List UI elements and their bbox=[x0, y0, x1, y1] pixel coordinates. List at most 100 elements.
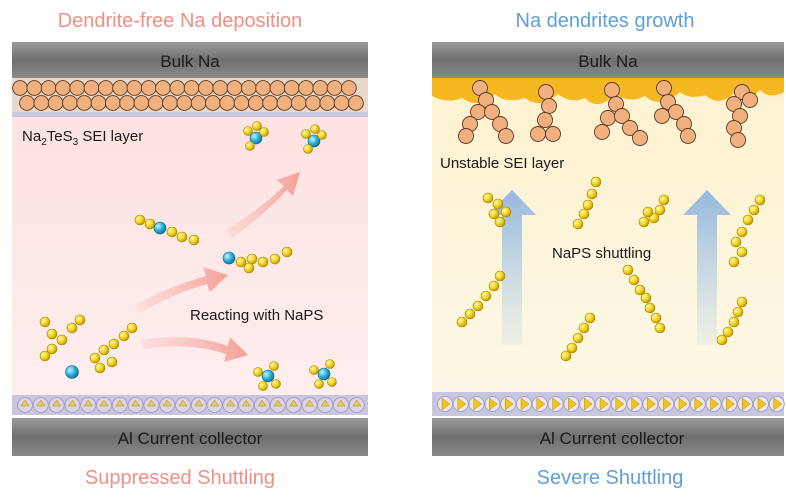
right-bulk-na-label: Bulk Na bbox=[578, 52, 638, 71]
sulfur-atom bbox=[494, 216, 506, 228]
sulfur-atom bbox=[572, 218, 584, 230]
left-current-collector-bar bbox=[12, 418, 368, 456]
sulfur-atom bbox=[243, 126, 253, 136]
sulfur-atom bbox=[46, 328, 58, 340]
separator-coating-mark bbox=[241, 399, 251, 407]
na-dendrite-sphere bbox=[484, 104, 500, 120]
sulfur-atom bbox=[188, 234, 200, 246]
separator-coating-mark bbox=[352, 399, 362, 407]
na-sphere bbox=[55, 80, 71, 96]
na-dendrite-sphere bbox=[742, 92, 758, 108]
na-sphere bbox=[233, 95, 250, 111]
sulfur-atom bbox=[650, 312, 662, 324]
sulfur-atom bbox=[472, 300, 484, 312]
na-sphere bbox=[69, 80, 86, 96]
sulfur-atom bbox=[126, 322, 138, 334]
separator-polysulfide-mark bbox=[678, 397, 688, 411]
na-sphere bbox=[133, 95, 150, 111]
sulfur-atom bbox=[257, 256, 269, 268]
na-sphere bbox=[312, 80, 329, 96]
sulfur-atom bbox=[89, 352, 101, 364]
na-sphere bbox=[83, 80, 100, 96]
na-sphere bbox=[12, 80, 28, 96]
na-sphere bbox=[190, 95, 207, 111]
na-sphere bbox=[247, 95, 264, 111]
separator-polysulfide-mark bbox=[615, 397, 625, 411]
left-reaction-label: Reacting with NaPS bbox=[190, 307, 323, 324]
na-dendrite-sphere bbox=[632, 130, 648, 146]
right-separator-particles bbox=[437, 396, 785, 412]
separator-polysulfide-mark bbox=[647, 397, 656, 411]
na-sphere bbox=[76, 95, 93, 111]
sulfur-atom bbox=[166, 226, 178, 238]
left-bulk-na-bar bbox=[12, 42, 368, 78]
sulfur-atom bbox=[98, 344, 110, 356]
na-sphere bbox=[255, 80, 271, 96]
separator-polysulfide-mark bbox=[536, 397, 546, 411]
left-molecules bbox=[39, 121, 337, 391]
separator-polysulfide-mark bbox=[773, 397, 783, 411]
right-shuttle-label: NaPS shuttling bbox=[552, 245, 651, 262]
na-sphere bbox=[205, 95, 221, 111]
sulfur-atom bbox=[252, 121, 262, 131]
separator-coating-mark bbox=[320, 399, 330, 407]
na-sphere bbox=[276, 95, 293, 111]
sulfur-atom bbox=[494, 270, 506, 282]
na-sphere bbox=[226, 80, 243, 96]
na-sphere bbox=[298, 80, 314, 96]
na-sphere bbox=[269, 80, 286, 96]
na-sphere bbox=[126, 80, 143, 96]
sulfur-atom bbox=[281, 246, 293, 258]
na-dendrite-sphere bbox=[622, 120, 638, 136]
sulfur-atom bbox=[654, 204, 666, 216]
left-title: Dendrite-free Na deposition bbox=[58, 10, 303, 32]
sulfur-atom bbox=[46, 343, 58, 355]
blue-arrow-right bbox=[683, 190, 731, 345]
right-title: Na dendrites growth bbox=[516, 10, 695, 32]
right-sei-label: Unstable SEI layer bbox=[440, 155, 564, 172]
na-sphere bbox=[348, 95, 364, 111]
tellurium-atom bbox=[261, 369, 275, 383]
sulfur-atom bbox=[488, 280, 500, 292]
right-footer: Severe Shuttling bbox=[537, 467, 684, 489]
separator-polysulfide-mark bbox=[552, 397, 562, 411]
na-sphere bbox=[119, 95, 135, 111]
na-dendrite-sphere bbox=[654, 108, 670, 124]
na-dendrite-sphere bbox=[498, 128, 514, 144]
sulfur-atom bbox=[578, 322, 590, 334]
tellurium-atom bbox=[153, 221, 167, 235]
separator-coating-mark bbox=[131, 399, 141, 407]
right-panel: Na dendrites growth Bulk Na Unstable SEI… bbox=[432, 10, 785, 489]
separator-polysulfide-mark bbox=[599, 397, 609, 411]
left-bulk-na-label: Bulk Na bbox=[160, 52, 220, 71]
separator-coating-mark bbox=[67, 399, 77, 407]
sulfur-atom bbox=[56, 334, 68, 346]
separator-polysulfide-mark bbox=[504, 397, 514, 411]
sulfur-atom bbox=[464, 308, 476, 320]
na-sphere bbox=[104, 95, 121, 111]
na-sphere bbox=[183, 80, 200, 96]
separator-polysulfide-mark bbox=[583, 397, 593, 411]
na-sphere bbox=[26, 80, 43, 96]
na-sphere bbox=[155, 80, 171, 96]
sulfur-atom bbox=[644, 302, 656, 314]
na-dendrite-sphere bbox=[614, 108, 630, 124]
tellurium-atom bbox=[317, 367, 331, 381]
right-bulk-na-bar bbox=[432, 42, 784, 78]
sulfur-atom bbox=[658, 194, 670, 206]
sulfur-atom bbox=[325, 359, 335, 369]
na-sphere bbox=[47, 95, 64, 111]
na-dendrite-sphere bbox=[656, 80, 672, 96]
sulfur-atom bbox=[327, 377, 337, 387]
na-sphere bbox=[19, 95, 35, 111]
separator-polysulfide-mark bbox=[741, 397, 751, 411]
na-sphere bbox=[290, 95, 307, 111]
na-sphere bbox=[162, 95, 178, 111]
na-sphere bbox=[341, 80, 357, 96]
sulfur-atom bbox=[736, 246, 748, 258]
sulfur-atom bbox=[488, 208, 500, 220]
na-dendrite-sphere bbox=[538, 84, 554, 100]
sulfur-atom bbox=[39, 316, 51, 328]
left-panel: Dendrite-free Na deposition Bulk Na Na2T… bbox=[12, 10, 368, 489]
